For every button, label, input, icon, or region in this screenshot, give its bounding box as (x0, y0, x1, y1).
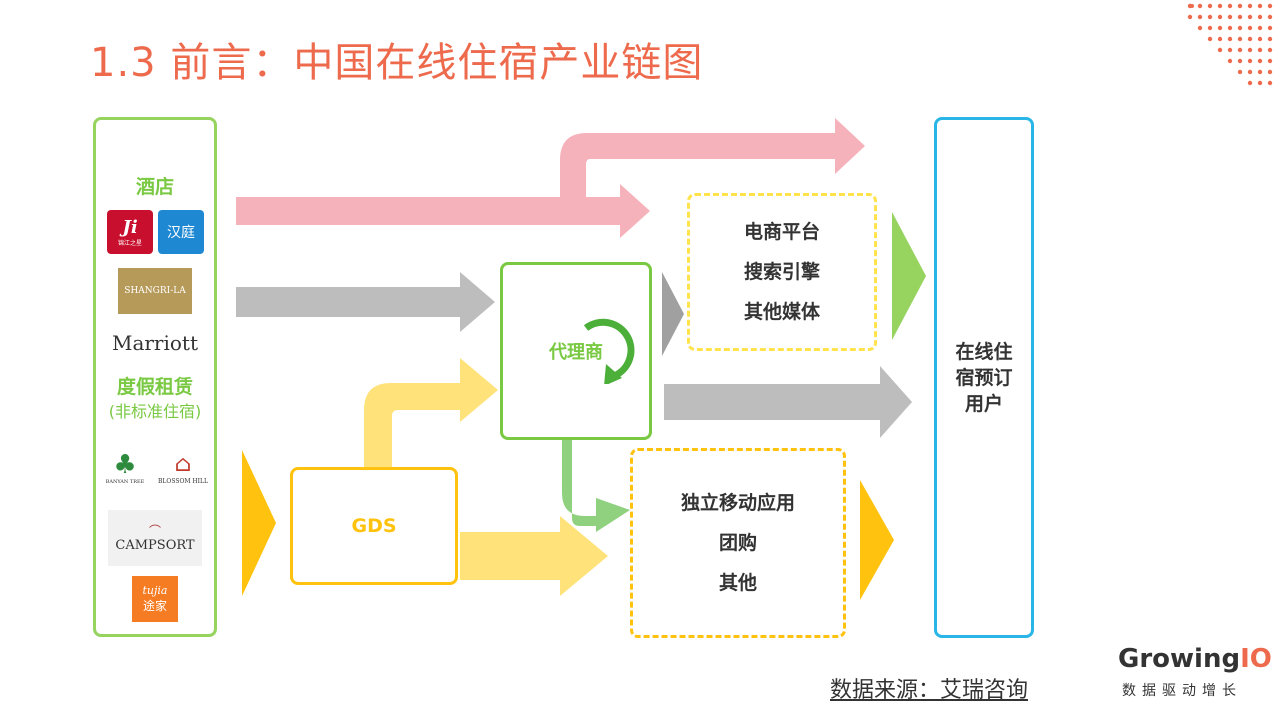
cycle-icon (583, 318, 635, 384)
yellow-arrow-gds-to-agent (364, 358, 498, 468)
supply-panel (93, 117, 217, 637)
tujia-logo: tujia 途家 (132, 576, 178, 622)
platform-other-media: 其他媒体 (743, 301, 820, 323)
gray-arrow-agent-to-users (664, 366, 912, 438)
gray-chevron-to-platforms (662, 272, 684, 356)
gds-label: GDS (351, 515, 397, 537)
growingio-logo: GrowingIO (1118, 644, 1272, 674)
blossom-hill-logo: ⌂ BLOSSOM HILL (152, 438, 214, 498)
platform-ecommerce: 电商平台 (743, 221, 820, 243)
users-label: 在线住宿预订用户 (955, 340, 1013, 415)
pink-arrow-branch (560, 118, 865, 197)
banyan-tree-logo: ♣ BANYAN TREE (100, 438, 150, 498)
gds-box: GDS (290, 467, 458, 585)
rental-category-label: 度假租赁 (116, 376, 193, 398)
platform-search-engine: 搜索引擎 (743, 261, 820, 283)
agent-label: 代理商 (549, 342, 603, 363)
gold-chevron-apps (860, 480, 894, 600)
pink-arrow-main (236, 184, 650, 238)
data-source-note: 数据来源：艾瑞咨询 (830, 678, 1029, 703)
brand-tagline: 数据驱动增长 (1122, 683, 1242, 699)
green-chevron-to-users (892, 212, 926, 340)
shangrila-logo: SHANGRI-LA (118, 268, 192, 314)
apps-box: 独立移动应用 团购 其他 (630, 448, 846, 638)
rental-category-sublabel: (非标准住宿) (108, 402, 202, 421)
marriott-logo: Marriott (106, 324, 204, 362)
green-arrow-agent-to-apps (562, 440, 630, 532)
app-group-buying: 团购 (718, 532, 757, 554)
corner-dots-decoration (1187, 3, 1273, 86)
platforms-box: 电商平台 搜索引擎 其他媒体 (687, 193, 877, 351)
app-independent-mobile: 独立移动应用 (680, 492, 795, 514)
gold-chevron-rental (242, 450, 276, 596)
campsort-logo: ⌒ CAMPSORT (108, 510, 202, 566)
gray-arrow-hotels-to-agent (236, 272, 495, 332)
page-title: 1.3 前言：中国在线住宿产业链图 (90, 40, 704, 86)
hotel-category-label: 酒店 (135, 176, 174, 198)
yellow-arrow-gds-to-apps (460, 516, 608, 596)
jinjiang-logo: Ji 锦江之星 (107, 210, 153, 254)
hanting-logo: 汉庭 (158, 210, 204, 254)
agent-box: 代理商 (500, 262, 652, 440)
online-booking-users-box: 在线住宿预订用户 (934, 117, 1034, 638)
app-other: 其他 (718, 572, 757, 594)
